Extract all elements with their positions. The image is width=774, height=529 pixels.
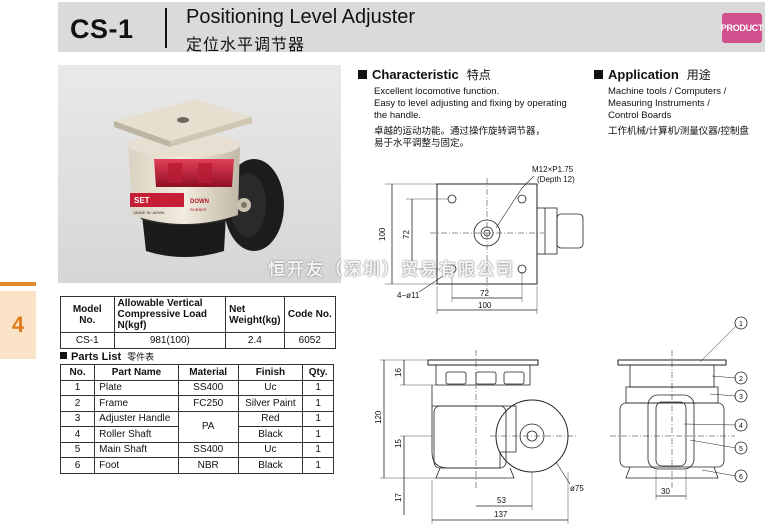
dim-53: 53: [497, 496, 506, 505]
application-title: Application: [608, 67, 679, 82]
parts-header-qty: Qty.: [302, 364, 334, 381]
dim-137: 137: [494, 510, 508, 519]
product-badge: PRODUCT: [721, 13, 764, 43]
dim-100-horizontal: 100: [478, 301, 492, 310]
application-heading: Application 用途: [594, 66, 711, 83]
side-view-drawing: [380, 350, 578, 524]
characteristic-text: Excellent locomotive function. Easy to l…: [374, 86, 594, 150]
characteristic-line-cn: 卓越的运动功能。通过操作旋转调节器，: [374, 126, 546, 137]
product-title-cn: 定位水平调节器: [186, 37, 306, 54]
photo-label-rubber: RUBBER: [190, 207, 207, 212]
thread-depth-label: (Depth 12): [537, 175, 575, 184]
product-title: Positioning Level Adjuster: [186, 6, 416, 28]
front-view-drawing: [610, 316, 748, 500]
dim-17: 17: [394, 493, 403, 502]
watermark-text: 恒开友（深圳）贸易有限公司: [268, 260, 515, 279]
photo-label-set: SET: [134, 196, 150, 205]
application-line-cn: 工作机械/计算机/测量仪器/控制盘: [608, 126, 749, 137]
application-line: Machine tools / Computers /: [608, 86, 727, 97]
parts-table: No. Part Name Material Finish Qty. 1 Pla…: [59, 364, 334, 474]
leveler-illustration: SET MADE IN JAPAN DOWN RUBBER: [58, 65, 341, 283]
characteristic-title-cn: 特点: [466, 68, 491, 82]
dim-72-horizontal: 72: [480, 289, 489, 298]
dim-30: 30: [661, 487, 670, 496]
thread-label: M12×P1.75: [532, 165, 574, 174]
header-bar: [58, 2, 765, 52]
application-title-cn: 用途: [686, 68, 711, 82]
spec-code: 6052: [283, 332, 337, 349]
spec-table: Model No. Allowable Vertical Compressive…: [60, 296, 337, 349]
header-divider: [165, 8, 167, 48]
chapter-tab: 4: [0, 291, 36, 359]
callout-4: 4: [739, 423, 743, 430]
spec-header-code: Code No.: [283, 296, 337, 333]
dim-diameter-75: ø75: [570, 484, 584, 493]
product-photo: SET MADE IN JAPAN DOWN RUBBER: [58, 65, 341, 283]
dim-120: 120: [374, 410, 383, 424]
callout-2: 2: [739, 376, 743, 383]
part-finish: Black: [237, 426, 304, 443]
table-row: 4 Roller Shaft Black 1: [59, 426, 334, 443]
characteristic-line: Excellent locomotive function.: [374, 86, 500, 97]
callout-3: 3: [739, 394, 743, 401]
characteristic-title: Characteristic: [372, 67, 459, 82]
application-text: Machine tools / Computers / Measuring In…: [608, 86, 774, 138]
photo-label-down: DOWN: [190, 199, 209, 205]
part-material: PA: [177, 410, 239, 443]
callout-1: 1: [739, 321, 743, 328]
characteristic-line: the handle.: [374, 110, 422, 121]
part-finish: Black: [237, 457, 304, 474]
characteristic-line-cn: 易于水平调整与固定。: [374, 138, 470, 149]
photo-label-made: MADE IN JAPAN: [134, 210, 164, 215]
part-material: NBR: [177, 457, 239, 474]
bullet-square: [594, 70, 603, 79]
holes-label: 4−ø11: [397, 291, 420, 300]
callout-6: 6: [739, 474, 743, 481]
application-line: Measuring Instruments /: [608, 98, 710, 109]
dim-16: 16: [394, 368, 403, 377]
application-line: Control Boards: [608, 110, 672, 121]
bullet-square: [60, 352, 67, 359]
parts-list-title-cn: 零件表: [127, 352, 155, 362]
table-row: 6 Foot NBR Black 1: [59, 457, 334, 474]
characteristic-line: Easy to level adjusting and fixing by op…: [374, 98, 567, 109]
parts-list-title: Parts List: [71, 351, 122, 363]
callout-5: 5: [739, 446, 743, 453]
spec-model: CS-1: [60, 332, 115, 349]
dim-15: 15: [394, 439, 403, 448]
chapter-tab-bar: [0, 282, 36, 286]
bullet-square: [358, 70, 367, 79]
model-number: CS-1: [70, 14, 134, 44]
dim-72-vertical: 72: [402, 230, 411, 239]
top-view-drawing: [385, 175, 584, 314]
parts-list-heading: Parts List 零件表: [60, 350, 154, 363]
part-no: 6: [59, 457, 96, 474]
dim-100-vertical: 100: [378, 227, 387, 241]
characteristic-heading: Characteristic 特点: [358, 66, 491, 83]
part-qty: 1: [302, 457, 334, 474]
spec-load: 981(100): [113, 332, 227, 349]
spec-header-load: Allowable Vertical Compressive Load N(kg…: [113, 296, 227, 333]
